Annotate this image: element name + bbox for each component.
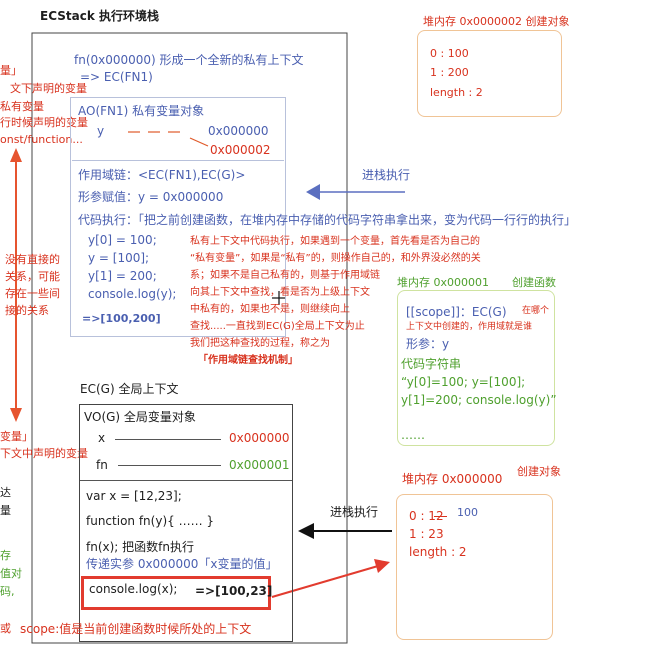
highlight-box [81,576,271,610]
vo-box [79,404,293,642]
vo-title: VO(G) 全局变量对象 [84,410,196,424]
left-fragment: 达 [0,486,11,499]
ecg-code: fn(x); 把函数fn执行 [86,540,194,554]
left-fragment: 变量」 [0,430,33,443]
double-arrow-icon [10,148,22,422]
heap2-item: 1 : 200 [430,66,469,79]
vo-fn-line [118,465,221,466]
explain-line: 查找.....一直找到EC(G)全局上下文为止 [190,321,365,332]
ao-y-addr2: 0x000002 [210,143,271,157]
scope-note: scope:值是当前创建函数时候所处的上下文 [20,622,252,636]
left-fragment: 存 [0,549,11,562]
ao-y-label: y [97,124,105,138]
left-fragment: 码, [0,585,15,598]
cursor-icon [272,291,286,305]
heap0-item: length : 2 [409,545,467,559]
arrow-left-icon [298,523,392,539]
left-fragment: 接的关系 [5,304,49,317]
heap0-new-value: 100 [457,506,478,519]
explain-line: 中私有的，如果也不是，则继续向上 [190,304,350,315]
explain-line: 私有上下文中代码执行，如果遇到一个变量，首先看是否为自己的 [190,236,480,247]
scope-chain: 作用域链：<EC(FN1),EC(G)> [78,168,246,182]
ao-title: AO(FN1) 私有变量对象 [78,104,205,118]
left-fragment: 量」 [0,64,22,77]
heap2-item: 0 : 100 [430,47,469,60]
left-fragment: 行时候声明的变量 [0,116,88,129]
vo-x-addr: 0x000000 [229,431,290,445]
push-label-bottom: 进栈执行 [330,505,379,519]
heap1-code: “y[0]=100; y=[100]; [401,375,526,389]
code-line: console.log(y); [88,287,177,301]
explain-line: 系；如果不是自己私有的，则基于作用域链 [190,270,380,281]
page-title: ECStack 执行环境栈 [40,9,159,23]
arrow-left-icon [306,184,405,200]
left-fragment: 私有变量 [0,100,44,113]
heap-box-0 [396,494,553,640]
ecg-result: =>[100,23] [195,584,273,598]
left-fragment: 下文中声明的变量 [0,447,88,460]
heap1-scope: [[scope]]：EC(G) [406,305,507,319]
param-assign: 形参赋值：y = 0x000000 [78,190,224,204]
fn-ec-line1: fn(0x000000) 形成一个全新的私有上下文 [74,53,304,67]
heap1-dots: …… [401,428,425,442]
explain-line: 向其上下文中查找，看是否为上级上下文 [190,287,370,298]
code-line: y = [100]; [88,251,150,265]
heap1-title: 堆内存 0x000001 [397,276,489,290]
code-line: y[0] = 100; [88,233,157,247]
vo-x-line [115,439,221,440]
ao-y-addr1: 0x000000 [208,124,269,138]
ecg-code: function fn(y){ …… } [86,514,215,528]
heap2-item: length : 2 [430,86,483,99]
code-line: y[1] = 200; [88,269,157,283]
heap1-scope-note: 上下文中创建的，作用域就是谁 [406,322,533,332]
heap1-scope-note: 在哪个 [522,306,550,316]
divider [80,480,292,481]
heap1-label: 创建函数 [512,276,556,290]
left-fragment: onst/function... [0,133,83,146]
left-fragment: 量 [0,504,11,517]
fn-result: =>[100,200] [82,312,161,325]
ecg-code: 传递实参 0x000000「x变量的值」 [86,557,278,571]
heap2-title: 堆内存 0x0000002 创建对象 [423,15,570,29]
explain-line: 我们把这种查找的过程，称之为 [190,338,330,349]
scope-chain-term: 「作用域链查找机制」 [198,355,298,366]
fn-ec-box [70,97,286,337]
heap-box-1 [397,290,555,446]
left-fragment: 或 [0,622,11,635]
heap1-code-title: 代码字符串 [401,357,462,371]
exec-desc: 代码执行：「把之前创建函数，在堆内存中存储的代码字符串拿出来，变为代码一行行的执… [78,213,577,227]
fn-ec-line2: => EC(FN1) [80,70,153,84]
ecg-code: console.log(x); [89,582,178,596]
arrow-right-icon [271,559,390,598]
push-label-top: 进栈执行 [362,168,411,182]
heap0-item: 0 : 12 [409,509,444,523]
left-fragment: 文下声明的变量 [10,82,87,95]
heap0-title: 堆内存 0x000000 [402,472,503,487]
left-fragment: 值对 [0,567,22,580]
heap-box-2 [417,30,562,117]
vo-fn-label: fn [96,458,108,472]
vo-x-label: x [98,431,106,445]
heap1-param: 形参：y [406,337,450,351]
strike-line [434,516,447,517]
ecg-title: EC(G) 全局上下文 [80,382,179,396]
divider [72,160,284,161]
vo-fn-addr: 0x000001 [229,458,290,472]
explain-line: “私有变量”，如果是“私有”的，则操作自己的，和外界没必然的关 [190,253,481,264]
heap1-code: y[1]=200; console.log(y)” [401,393,557,407]
ecg-code: var x = [12,23]; [86,489,182,503]
heap0-label: 创建对象 [517,465,561,479]
left-fragment: 存在一些间 [5,287,60,300]
left-fragment: 没有直接的 [5,253,60,266]
ecstack-frame [31,32,348,644]
left-fragment: 关系，可能 [5,270,60,283]
heap0-item: 1 : 23 [409,527,444,541]
